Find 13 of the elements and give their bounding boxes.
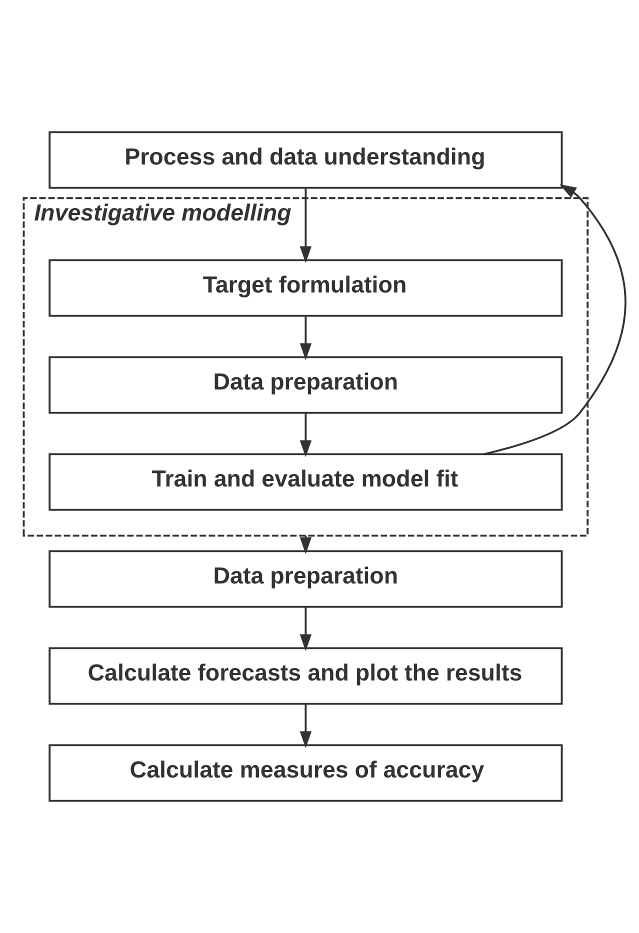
node-box: Data preparation <box>48 550 563 608</box>
arrow <box>300 607 312 652</box>
node-box: Calculate measures of accuracy <box>48 744 563 802</box>
arrow <box>484 184 626 456</box>
node-box: Data preparation <box>48 356 563 414</box>
node-box: Process and data understanding <box>48 131 563 189</box>
node-box: Target formulation <box>48 259 563 317</box>
arrow <box>300 316 312 360</box>
arrow <box>300 704 312 748</box>
arrow <box>300 188 312 264</box>
arrow <box>300 413 312 458</box>
node-box: Calculate forecasts and plot the results <box>48 647 563 705</box>
node-box: Train and evaluate model fit <box>48 453 563 511</box>
